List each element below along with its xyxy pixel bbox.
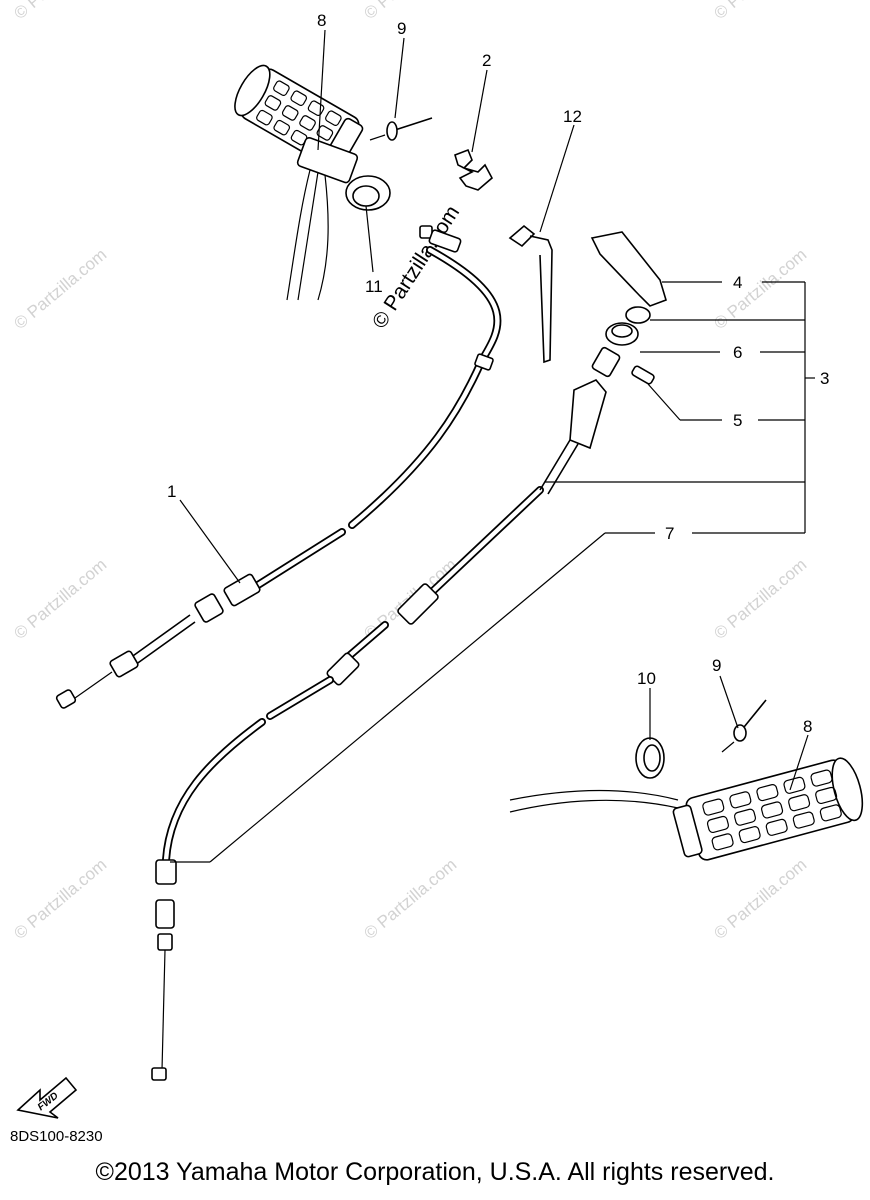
callout-6: 6 <box>733 343 742 362</box>
watermark: © Partzilla.com <box>360 0 460 23</box>
cable-7 <box>151 346 621 1081</box>
callout-8: 8 <box>803 717 812 736</box>
watermark: © Partzilla.com <box>710 855 810 943</box>
upper-screw <box>369 117 433 141</box>
watermark: © Partzilla.com <box>710 555 810 643</box>
callout-9: 9 <box>712 656 721 675</box>
clip-2 <box>454 148 494 191</box>
watermark-main: © Partzilla.com <box>368 202 464 333</box>
bracket-4 <box>590 231 667 307</box>
lower-screw <box>721 699 767 753</box>
callout-2: 2 <box>482 51 491 70</box>
cable-1 <box>55 225 502 709</box>
collar-11 <box>345 175 391 211</box>
watermark: © Partzilla.com <box>10 0 110 23</box>
watermark: © Partzilla.com <box>360 855 460 943</box>
collar-10 <box>635 737 665 779</box>
callout-3: 3 <box>820 369 829 388</box>
leader-lines <box>170 29 815 863</box>
callout-5: 5 <box>733 411 742 430</box>
callout-7: 7 <box>665 524 674 543</box>
callout-8: 8 <box>317 11 326 30</box>
watermark: © Partzilla.com <box>10 855 110 943</box>
watermark: © Partzilla.com <box>10 245 110 333</box>
left-grip <box>234 64 364 301</box>
callout-9: 9 <box>397 19 406 38</box>
callout-4: 4 <box>733 273 742 292</box>
right-grip <box>509 757 864 861</box>
callout-10: 10 <box>637 669 656 688</box>
watermark: © Partzilla.com <box>710 0 810 23</box>
callouts: 8 9 2 12 11 4 6 3 5 1 7 10 9 8 <box>167 11 829 736</box>
band-12 <box>508 224 553 364</box>
cable-hardware <box>605 306 655 385</box>
fwd-arrow-icon: FWD <box>16 1076 78 1119</box>
callout-11: 11 <box>365 277 383 296</box>
callout-12: 12 <box>563 107 582 126</box>
callout-1: 1 <box>167 482 176 501</box>
diagram-code: 8DS100-8230 <box>10 1128 103 1145</box>
copyright-text: ©2013 Yamaha Motor Corporation, U.S.A. A… <box>95 1158 775 1186</box>
watermark: © Partzilla.com <box>10 555 110 643</box>
